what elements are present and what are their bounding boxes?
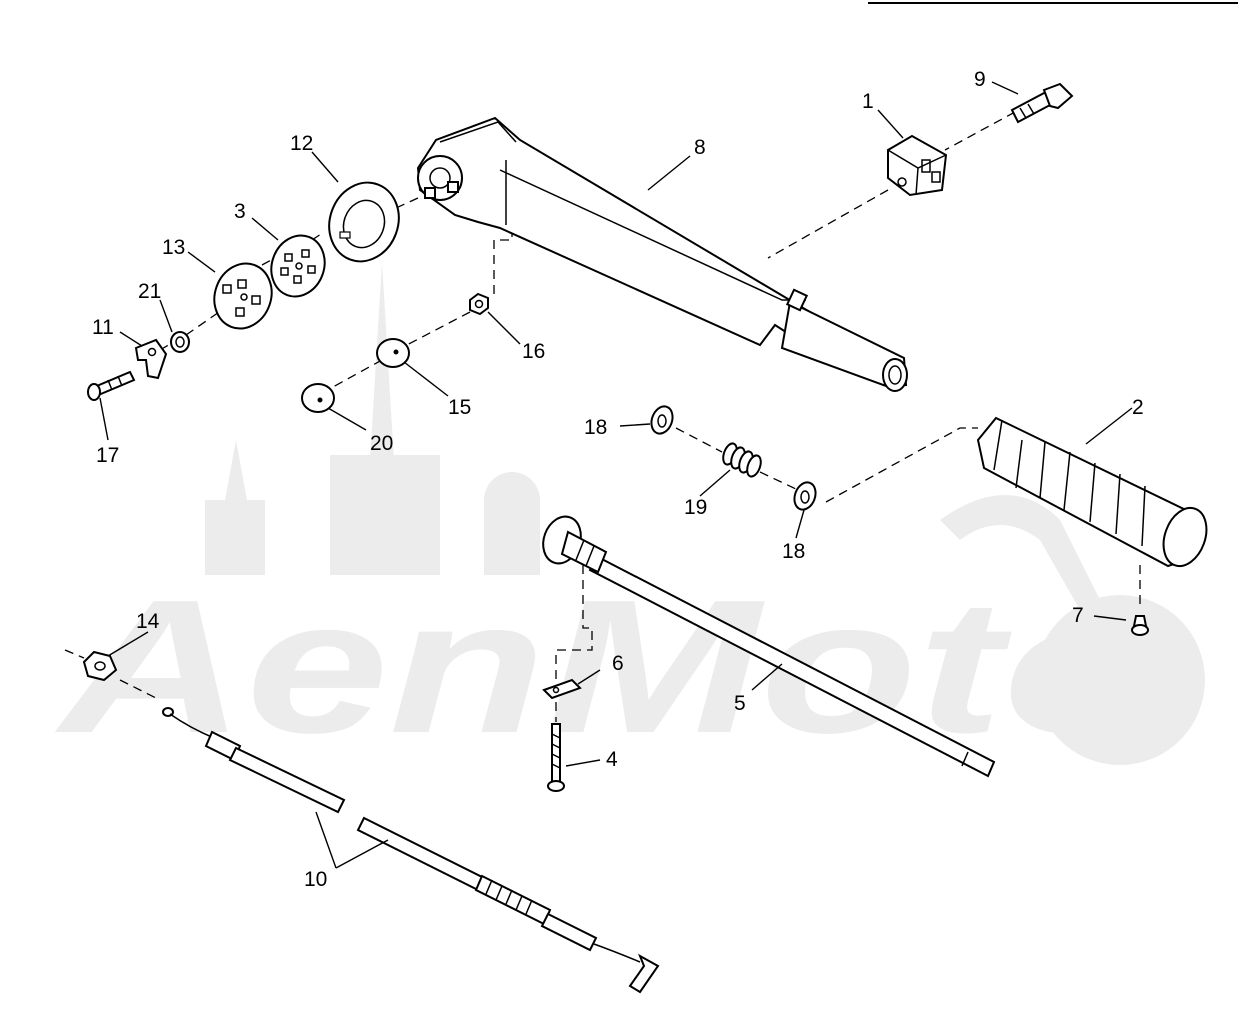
callout-18-upper: 18 [584, 416, 607, 439]
clamp-block [887, 134, 948, 197]
callout-15: 15 [448, 396, 471, 419]
nut-14 [82, 650, 118, 682]
callout-16: 16 [522, 340, 545, 363]
callout-18-lower: 18 [782, 540, 805, 563]
washer-18-upper [650, 405, 674, 435]
callout-14: 14 [136, 610, 160, 633]
handle-arm [416, 116, 908, 392]
screw-17 [87, 370, 136, 401]
callout-7: 7 [1072, 604, 1084, 627]
spring-19 [722, 442, 762, 478]
watermark: AenMoto [55, 262, 1205, 773]
grip-2 [976, 416, 1208, 568]
watermark-text: AenMoto [55, 561, 1160, 773]
callout-5: 5 [734, 692, 746, 715]
washer-18-lower [793, 481, 817, 511]
callout-10: 10 [304, 868, 327, 891]
leader-lines [99, 81, 1133, 869]
callout-9: 9 [974, 68, 986, 91]
callout-8: 8 [694, 136, 706, 159]
clip-6 [542, 678, 582, 700]
screw-4 [547, 723, 565, 792]
callout-13: 13 [162, 236, 185, 259]
callout-12: 12 [290, 132, 313, 155]
lock-ring [328, 181, 400, 263]
cable-10 [162, 707, 660, 994]
callout-17: 17 [96, 444, 119, 467]
callout-20: 20 [370, 432, 393, 455]
callout-labels: 1 2 3 4 5 6 7 8 9 10 11 12 13 14 15 16 1… [92, 68, 1144, 891]
shift-rod-5 [542, 515, 996, 778]
plate-3 [270, 234, 326, 298]
plate-13 [213, 262, 273, 330]
bracket-11 [134, 338, 168, 380]
callout-4: 4 [606, 748, 618, 771]
callout-6: 6 [612, 652, 624, 675]
callout-1: 1 [862, 90, 874, 113]
callout-2: 2 [1132, 396, 1144, 419]
washer-20 [301, 383, 335, 413]
screw-9 [1010, 82, 1074, 124]
callout-11: 11 [92, 316, 114, 339]
nut-16 [469, 292, 489, 316]
screw-7 [1131, 615, 1149, 636]
callout-21: 21 [138, 280, 161, 303]
washer-21 [170, 331, 190, 353]
callout-3: 3 [234, 200, 246, 223]
washer-15 [376, 338, 410, 368]
callout-19: 19 [684, 496, 707, 519]
